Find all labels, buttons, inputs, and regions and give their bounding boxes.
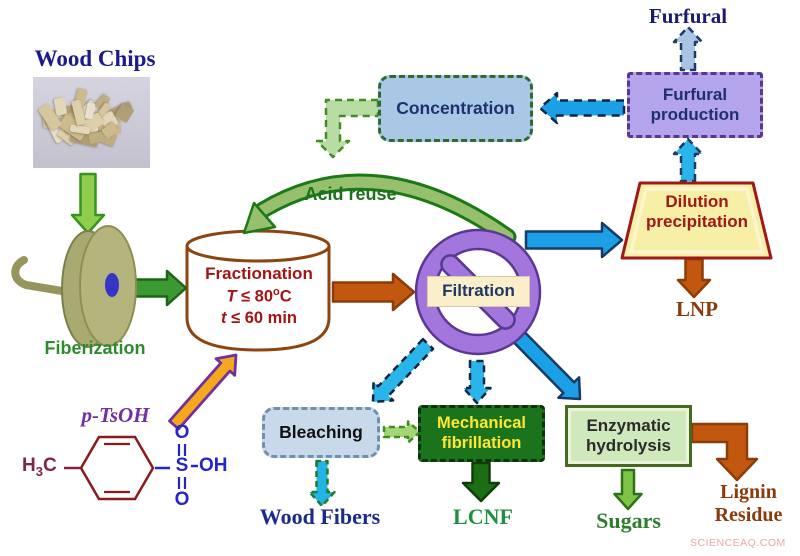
lnp-label: LNP <box>676 297 718 321</box>
acid-reuse-label: Acid reuse <box>304 184 397 204</box>
arrow-filtration-to-enzymatic <box>512 330 582 401</box>
arrow-filtration-to-mechanical <box>462 359 492 405</box>
arrow-dilution-to-furfuralproduction <box>672 137 704 183</box>
concentration-box: Concentration <box>378 75 533 142</box>
benzene-ring-icon <box>79 435 155 501</box>
crank-handle <box>11 256 66 295</box>
enzymatic-hydrolysis-box: Enzymatic hydrolysis <box>565 405 692 467</box>
methyl-group-label: H3C <box>22 455 57 479</box>
h-atom: H <box>22 455 36 476</box>
elbow-shape <box>690 422 759 482</box>
wood-chips-photo <box>33 77 150 168</box>
ring-fill <box>416 230 540 354</box>
sulfur-label: S <box>175 455 189 476</box>
dilution-precipitation-label: Dilution precipitation <box>627 192 767 231</box>
wood-chips-label: Wood Chips <box>34 46 156 71</box>
oxygen-top-label: O <box>174 422 190 443</box>
c-atom: C <box>42 455 57 476</box>
fractionation-vessel-icon <box>185 229 331 352</box>
fiberization-label: Fiberization <box>44 338 146 358</box>
time-value: ≤ 60 min <box>226 309 297 328</box>
trapezoid-shape <box>620 181 773 260</box>
degree-symbol: o <box>273 286 280 299</box>
grinder-hub <box>105 273 119 297</box>
arc-fill <box>257 176 514 243</box>
arc-head <box>242 201 277 235</box>
arrow-mechanical-to-lcnf <box>461 461 501 503</box>
dilution-trapezoid-icon <box>620 181 773 260</box>
acid-reuse-arc-arrow <box>242 173 517 246</box>
arrow-woodchips-to-fiberization <box>70 172 106 235</box>
ptsoh-label: p-TsOH <box>81 403 150 427</box>
mechanical-line2: fibrillation <box>441 433 522 452</box>
hydroxyl-label: OH <box>199 455 228 476</box>
lcnf-label: LCNF <box>453 504 513 529</box>
furfural-production-line1: Furfural <box>662 84 728 104</box>
filtration-text: Filtration <box>442 281 515 301</box>
oxygen-bottom-label: O <box>174 489 190 510</box>
h-subscript: 3 <box>35 463 43 479</box>
lignin-residue-label: Lignin Residue <box>700 481 797 527</box>
mechanical-line1: Mechanical <box>437 413 526 432</box>
dilution-line2: precipitation <box>645 211 748 231</box>
arrow-furfuralproduction-to-furfural <box>672 25 704 72</box>
arrow-enzymatic-to-sugars <box>613 468 643 511</box>
mechanical-fibrillation-box: Mechanical fibrillation <box>418 405 545 462</box>
arrow-dilution-to-lnp <box>676 257 712 299</box>
concentration-label: Concentration <box>396 98 515 118</box>
bleaching-box: Bleaching <box>262 407 380 458</box>
enzymatic-to-lignin-elbow-arrow <box>690 422 759 482</box>
sugars-label: Sugars <box>596 508 661 533</box>
furfural-label: Furfural <box>648 4 728 28</box>
watermark: SCIENCEAQ.COM <box>690 537 786 549</box>
time-symbol: t <box>221 309 227 328</box>
concentration-elbow-arrow <box>315 98 380 159</box>
ring-outer-edge <box>414 228 542 356</box>
elbow-shape <box>315 98 380 159</box>
vessel-body <box>185 246 331 352</box>
temp-value: ≤ 80 <box>236 287 273 306</box>
arrow-fractionation-to-filtration <box>331 272 416 312</box>
bleaching-label: Bleaching <box>279 422 363 442</box>
arrow-filtration-to-bleaching <box>371 337 435 404</box>
furfural-production-line2: production <box>650 105 740 124</box>
arrow-filtration-to-dilution <box>524 221 624 259</box>
temp-symbol: T <box>226 287 237 306</box>
filtration-label: Filtration <box>427 276 530 307</box>
trapezoid-bevel <box>628 187 765 254</box>
fiberization-machine-icon <box>11 225 137 348</box>
enzymatic-line2: hydrolysis <box>585 436 672 455</box>
temp-unit: C <box>279 287 292 306</box>
vessel-rim <box>185 229 331 263</box>
furfural-production-box: Furfural production <box>627 72 763 138</box>
arrow-bleaching-to-mechanical <box>382 420 422 444</box>
arrow-furfuralproduction-to-concentration <box>538 91 626 125</box>
enzymatic-line1: Enzymatic <box>586 415 671 435</box>
lignin-line1: Lignin <box>720 481 777 503</box>
lignin-line2: Residue <box>714 504 783 526</box>
arrows-layer <box>70 25 712 511</box>
dilution-line1: Dilution <box>665 192 729 211</box>
fractionation-label: Fractionation T ≤ 80oC t ≤ 60 min <box>190 263 328 330</box>
wood-fibers-label: Wood Fibers <box>259 504 381 529</box>
fractionation-title: Fractionation <box>205 264 313 283</box>
arrow-bleaching-to-woodfibers <box>308 459 336 508</box>
arrow-ptsoh-to-fractionation <box>168 353 238 431</box>
ptsoh-structure-icon <box>64 435 198 501</box>
